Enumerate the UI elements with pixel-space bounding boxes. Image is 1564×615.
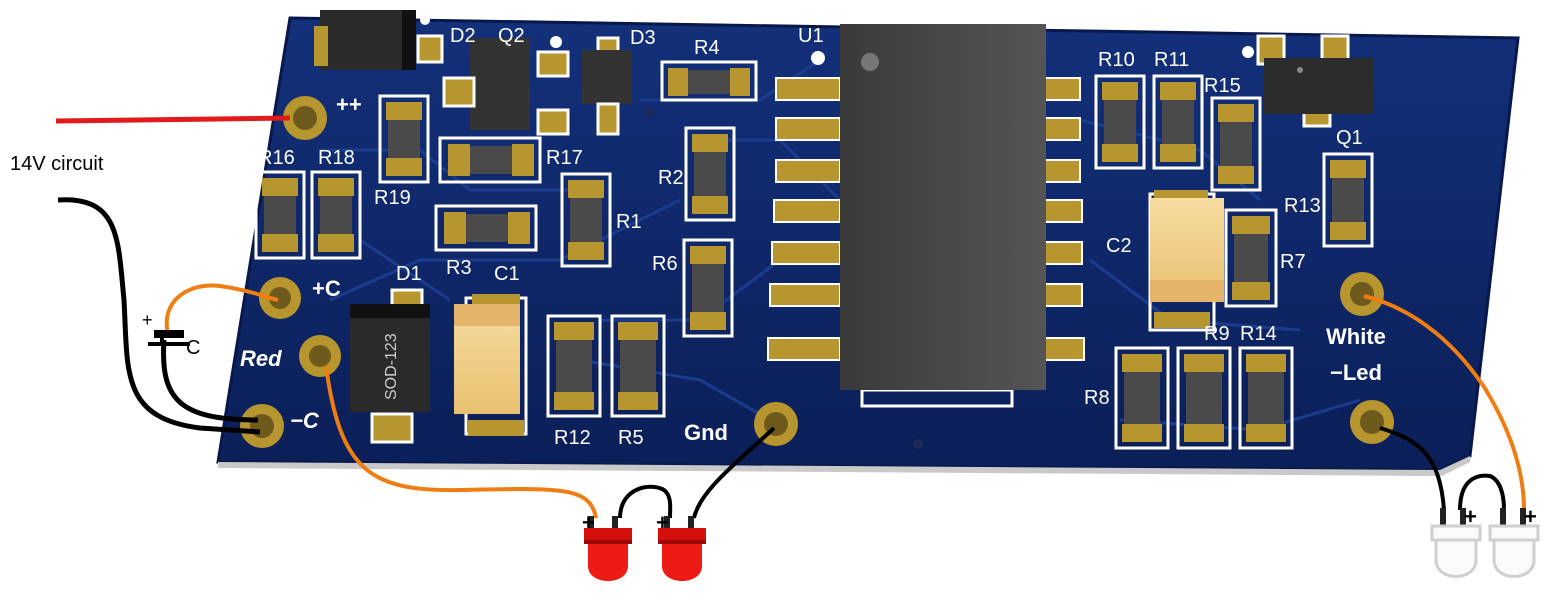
ref-r7: R7 xyxy=(1280,251,1306,273)
resistor-r14 xyxy=(1238,346,1294,450)
pad-led-minus xyxy=(1350,400,1394,444)
label-minus-c: −C xyxy=(290,408,320,433)
pad-plus-plus xyxy=(283,96,327,140)
led-red-1 xyxy=(584,516,632,581)
wire-black-main xyxy=(57,197,261,435)
vias xyxy=(420,15,1254,65)
ref-r18: R18 xyxy=(318,147,355,169)
resistor-r6 xyxy=(682,238,734,338)
diode-d3 xyxy=(582,36,632,136)
ref-r6: R6 xyxy=(652,253,678,275)
circuit-label: 14V circuit xyxy=(10,153,104,175)
ref-d2: D2 xyxy=(450,25,476,47)
label-plus-c: +C xyxy=(312,276,341,301)
wire-orange-cap xyxy=(164,283,279,335)
diode-d2 xyxy=(314,10,444,70)
resistor-r11 xyxy=(1152,74,1204,170)
resistor-r19 xyxy=(378,94,430,184)
wire-black-white-link xyxy=(1458,473,1506,511)
via-dark xyxy=(645,107,1293,449)
ref-r9: R9 xyxy=(1204,323,1230,345)
ref-r2: R2 xyxy=(658,167,684,189)
pad-minus-c xyxy=(240,404,284,448)
resistor-r17 xyxy=(438,136,542,184)
ref-r17: R17 xyxy=(546,147,583,169)
ref-r3: R3 xyxy=(446,257,472,279)
resistor-r15 xyxy=(1210,96,1262,192)
ref-c1: C1 xyxy=(494,263,520,285)
pad-red xyxy=(299,335,341,377)
led-white-2-plus: + xyxy=(1524,504,1537,529)
wire-black-led-minus xyxy=(1379,426,1446,511)
ref-r16: R16 xyxy=(258,147,295,169)
transistor-q1 xyxy=(1256,34,1374,128)
ref-r15: R15 xyxy=(1204,75,1241,97)
pad-white xyxy=(1340,272,1384,316)
resistor-r7 xyxy=(1224,208,1278,308)
pad-labels: ++ +C Red −C Gnd White −Led xyxy=(240,92,1386,445)
wires xyxy=(55,115,1526,519)
ref-d1: D1 xyxy=(396,263,422,285)
label-plus-plus: ++ xyxy=(336,92,362,117)
wire-black-gnd xyxy=(692,426,776,519)
led-white-1 xyxy=(1430,508,1482,578)
resistor-r5 xyxy=(610,314,666,418)
ref-r13: R13 xyxy=(1284,195,1321,217)
led-red-1-plus: + xyxy=(582,510,595,535)
capacitor-c1 xyxy=(454,294,528,436)
label-red: Red xyxy=(240,346,282,371)
resistor-r16 xyxy=(254,170,306,260)
pad-plus-c xyxy=(259,277,301,319)
resistor-r12 xyxy=(546,314,602,418)
ref-r5: R5 xyxy=(618,427,644,449)
capacitor-symbol xyxy=(148,330,190,346)
ref-q1: Q1 xyxy=(1336,127,1363,149)
resistor-r18 xyxy=(310,170,362,260)
ref-r11: R11 xyxy=(1154,49,1189,71)
ref-u1: U1 xyxy=(798,25,824,47)
ref-d3: D3 xyxy=(630,27,656,49)
wire-black-led-link xyxy=(618,484,673,519)
ref-r4: R4 xyxy=(694,37,720,59)
resistor-r8 xyxy=(1114,346,1170,450)
diode-d1 xyxy=(350,288,430,444)
resistor-r3 xyxy=(434,204,538,252)
ref-q2: Q2 xyxy=(498,25,525,47)
led-white-2 xyxy=(1488,508,1540,578)
ic-u1 xyxy=(767,24,1085,408)
ref-c2: C2 xyxy=(1106,235,1132,257)
ref-r19: R19 xyxy=(374,187,411,209)
capacitor-plus-sign: + xyxy=(142,310,153,330)
label-gnd: Gnd xyxy=(684,420,728,445)
transistor-q2 xyxy=(442,38,570,136)
ic-u1-left-pins xyxy=(767,77,841,361)
ref-r1: R1 xyxy=(616,211,642,233)
resistor-r4 xyxy=(660,60,758,102)
led-white-1-plus: + xyxy=(1464,504,1477,529)
wire-red-plus xyxy=(55,115,291,124)
ref-r8: R8 xyxy=(1084,387,1110,409)
external-labels: 14V circuit C + + + + + xyxy=(10,153,1537,535)
led-red-2-plus: + xyxy=(656,510,669,535)
wire-orange-white xyxy=(1363,294,1526,511)
ref-r14: R14 xyxy=(1240,323,1277,345)
resistor-r1 xyxy=(560,172,612,268)
ref-r12: R12 xyxy=(554,427,591,449)
label-white: White xyxy=(1326,324,1386,349)
resistor-r10 xyxy=(1094,74,1146,170)
diode-marking: SOD-123 xyxy=(383,333,400,400)
capacitor-c2 xyxy=(1148,190,1224,332)
wire-black-cap xyxy=(161,339,259,423)
terminal-pads xyxy=(240,96,1394,448)
label-led: −Led xyxy=(1330,360,1382,385)
wire-orange-red-led xyxy=(324,365,598,519)
capacitor-c-label: C xyxy=(186,337,200,359)
resistor-r9 xyxy=(1176,346,1232,450)
resistor-r13 xyxy=(1322,152,1374,248)
ref-r10: R10 xyxy=(1098,49,1135,71)
led-red-2 xyxy=(658,516,706,581)
resistor-r2 xyxy=(684,126,736,222)
silkscreen-labels: D2 Q2 D3 R4 U1 R10 R11 R15 Q1 R13 R16 R1… xyxy=(258,25,1363,449)
